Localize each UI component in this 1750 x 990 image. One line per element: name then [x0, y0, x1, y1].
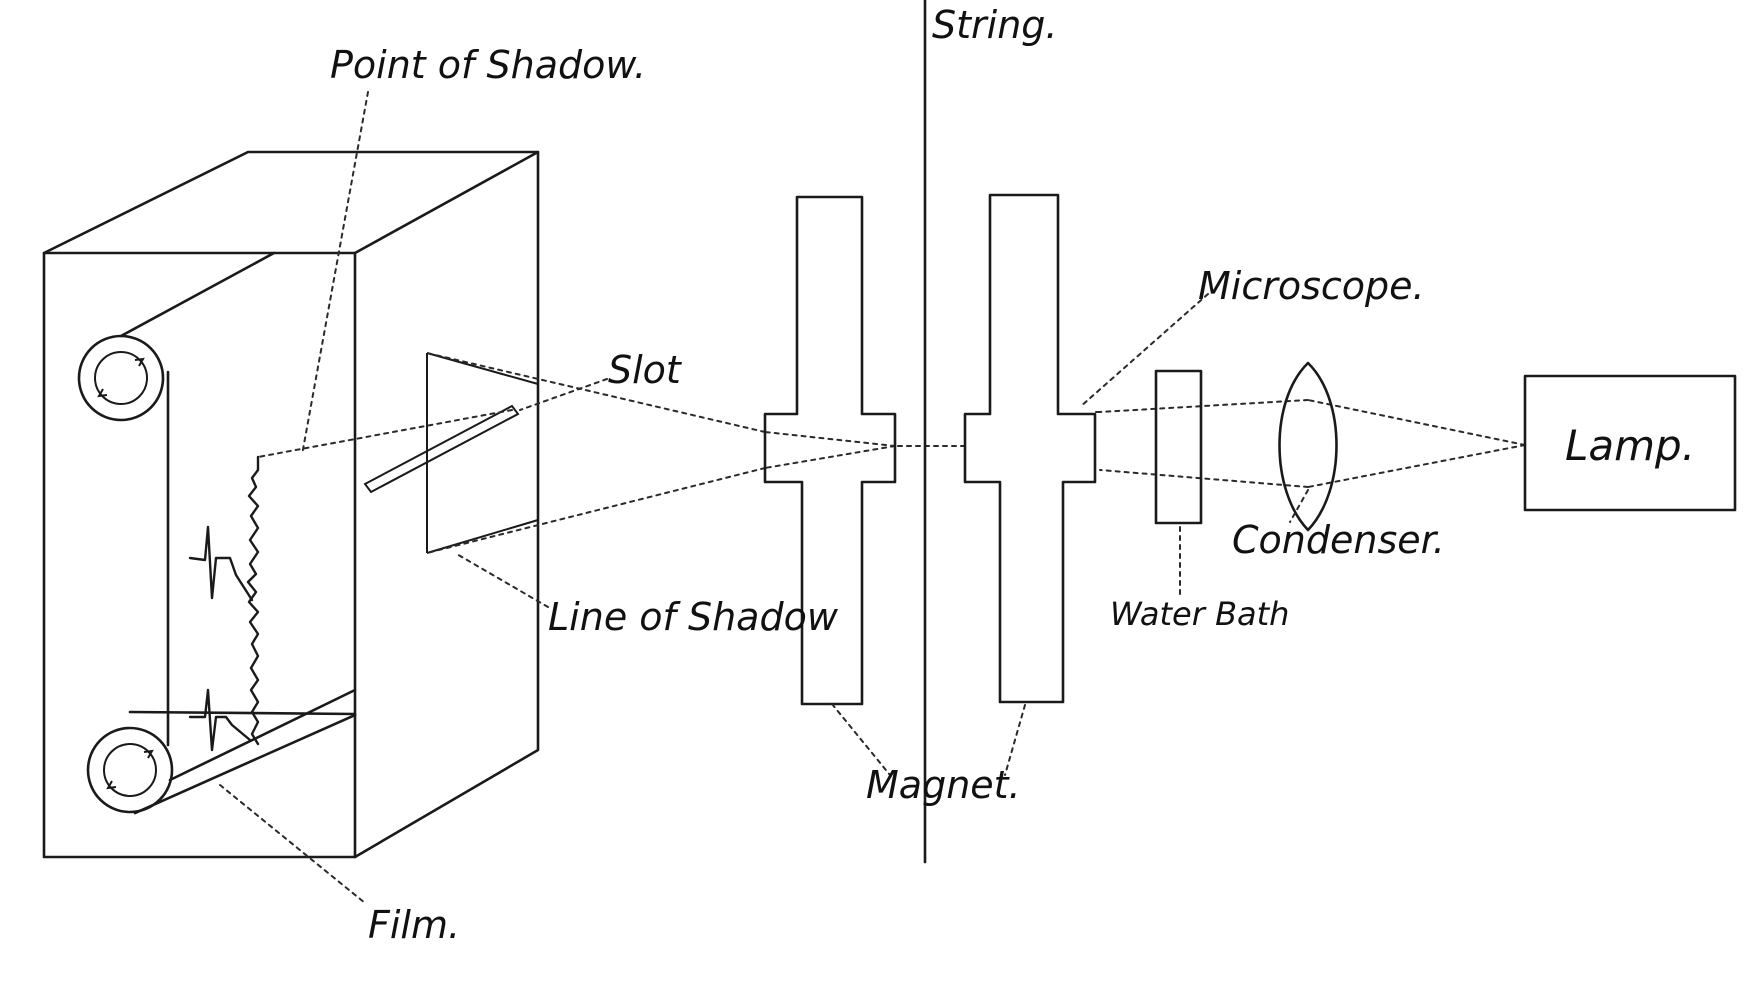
ecg-spike-upper — [188, 525, 254, 602]
film-strip — [119, 251, 357, 815]
label-line-of-shadow: Line of Shadow — [548, 595, 839, 639]
ecg-trace — [246, 455, 260, 746]
camera-box — [42, 150, 540, 859]
water-bath — [1154, 369, 1203, 525]
label-lamp: Lamp. — [1565, 421, 1695, 470]
lamp-box — [1523, 374, 1737, 512]
label-string: String. — [932, 3, 1058, 47]
bottom-roller — [86, 726, 174, 814]
slot-plate — [363, 352, 539, 554]
label-microscope: Microscope. — [1198, 264, 1425, 308]
leader-lines — [219, 91, 1309, 904]
label-film: Film. — [368, 903, 460, 947]
label-magnet: Magnet. — [866, 763, 1021, 807]
magnet-pole-right — [963, 193, 1097, 704]
condenser-lens — [1278, 361, 1338, 532]
light-path — [257, 352, 1526, 554]
label-slot: Slot — [608, 348, 683, 392]
ecg-spike-lower — [188, 688, 252, 752]
label-water-bath: Water Bath — [1110, 595, 1289, 633]
label-condenser: Condenser. — [1232, 518, 1445, 562]
label-point-of-shadow: Point of Shadow. — [330, 43, 646, 87]
top-roller — [77, 334, 165, 422]
magnet-pole-left — [763, 195, 897, 706]
